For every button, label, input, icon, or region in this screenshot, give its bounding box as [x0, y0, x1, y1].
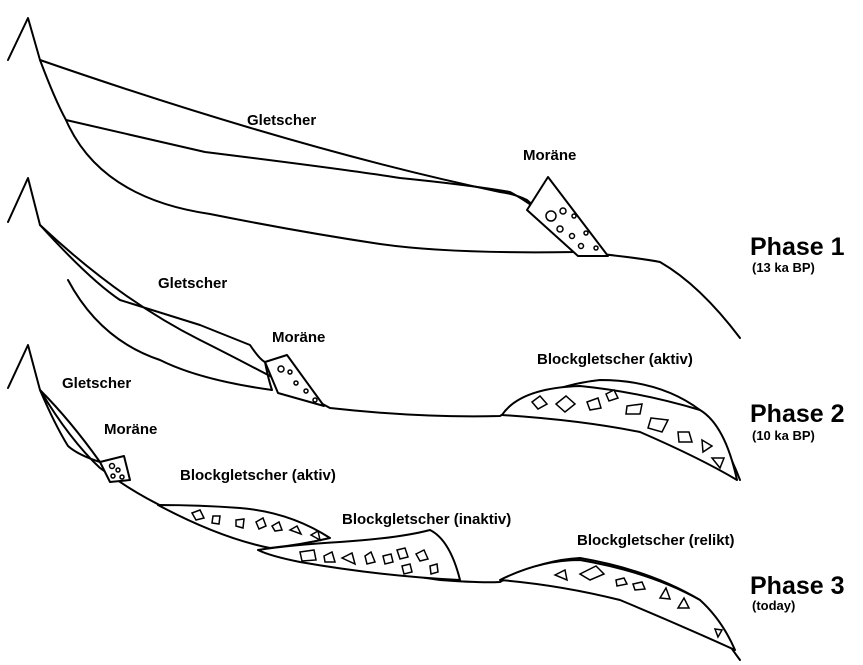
phase-3-rockglacier-active: [158, 505, 330, 548]
phase-1-moraine: [527, 177, 608, 256]
phase-2-glacier-surface: [40, 225, 272, 390]
phase-3-rockglacier-inactive-label: Blockgletscher (inaktiv): [342, 511, 511, 528]
phase-labels: Phase 1 (13 ka BP) Phase 2 (10 ka BP) Ph…: [750, 233, 845, 613]
phase-3-title: Phase 3: [750, 572, 845, 600]
phase-1-moraine-label: Moräne: [523, 147, 576, 164]
phase-3-moraine-label: Moräne: [104, 421, 157, 438]
phase-2-rockglacier-label: Blockgletscher (aktiv): [537, 351, 693, 368]
phase-1-title: Phase 1: [750, 233, 845, 261]
phase-2-title: Phase 2: [750, 400, 845, 428]
phase-3-age: (today): [752, 598, 795, 613]
phase-3-rockglacier-relict-label: Blockgletscher (relikt): [577, 532, 735, 549]
phase-1-age: (13 ka BP): [752, 260, 815, 275]
phase-2-moraine-label: Moräne: [272, 329, 325, 346]
phase-2-age: (10 ka BP): [752, 428, 815, 443]
phase-3-moraine: [100, 456, 130, 482]
phase-1-glacier-surface: [40, 60, 575, 252]
phase-1-glacier-label: Gletscher: [247, 112, 316, 129]
phase-2-glacier-label: Gletscher: [158, 275, 227, 292]
phase-3-rockglacier-relict: [500, 560, 735, 650]
phase-3-glacier-surface: [40, 390, 100, 462]
phase-3-glacier-label: Gletscher: [62, 375, 131, 392]
phase-3-rockglacier-active-label: Blockgletscher (aktiv): [180, 467, 336, 484]
